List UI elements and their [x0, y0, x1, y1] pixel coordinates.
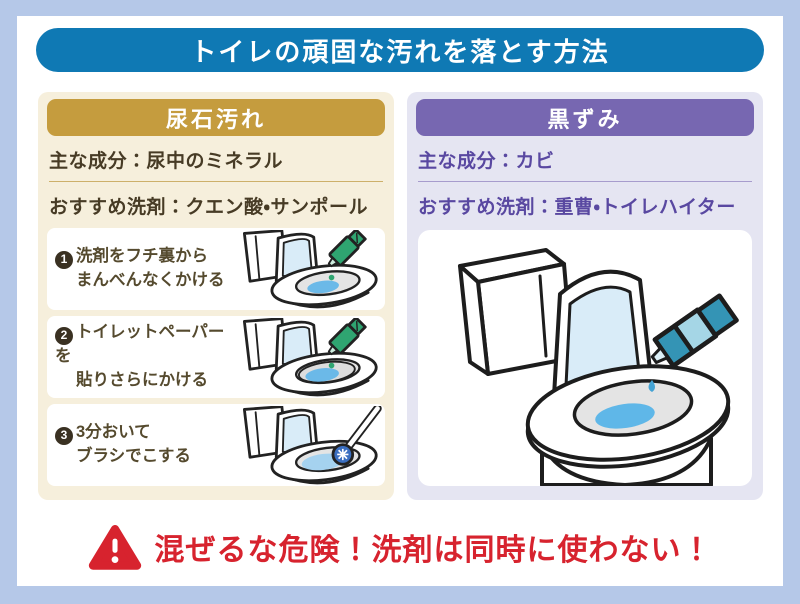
- toilet-illustration-box: [418, 230, 752, 486]
- panel-black-stain: 黒ずみ 主な成分：カビ おすすめ洗剤：重曹・トイレハイター: [407, 92, 763, 500]
- black-main-component: 主な成分：カビ: [418, 151, 555, 172]
- black-recommended-detergent: おすすめ洗剤：重曹・トイレハイター: [418, 197, 736, 218]
- urine-main-component: 主な成分：尿中のミネラル: [49, 151, 284, 172]
- urine-recommended-detergent: おすすめ洗剤：クエン酸・サンポール: [49, 197, 368, 218]
- toilet-brush-scrub-icon: [242, 406, 382, 486]
- warning-text: 混ぜるな危険！洗剤は同時に使わない！: [154, 534, 713, 567]
- page-title: トイレの頑固な汚れを落とす方法: [36, 28, 764, 72]
- right-divider: [418, 181, 752, 182]
- toilet-pour-detergent-icon: [242, 230, 380, 310]
- warning-banner: 混ぜるな危険！洗剤は同時に使わない！: [17, 514, 783, 580]
- infographic-card: トイレの頑固な汚れを落とす方法 尿石汚れ 主な成分：尿中のミネラル おすすめ洗剤…: [17, 16, 783, 586]
- step-1-number-badge: 1: [55, 250, 73, 269]
- panel-black-stain-header: 黒ずみ: [416, 99, 754, 136]
- toilet-paper-pour-icon: [242, 318, 380, 398]
- step-2-number-badge: 2: [55, 326, 73, 345]
- panel-urine-stain-header: 尿石汚れ: [47, 99, 385, 136]
- warning-triangle-icon: [88, 525, 141, 570]
- left-divider: [49, 181, 383, 182]
- toilet-pour-detergent-illustration: [458, 248, 739, 486]
- step-3-number-badge: 3: [55, 426, 73, 445]
